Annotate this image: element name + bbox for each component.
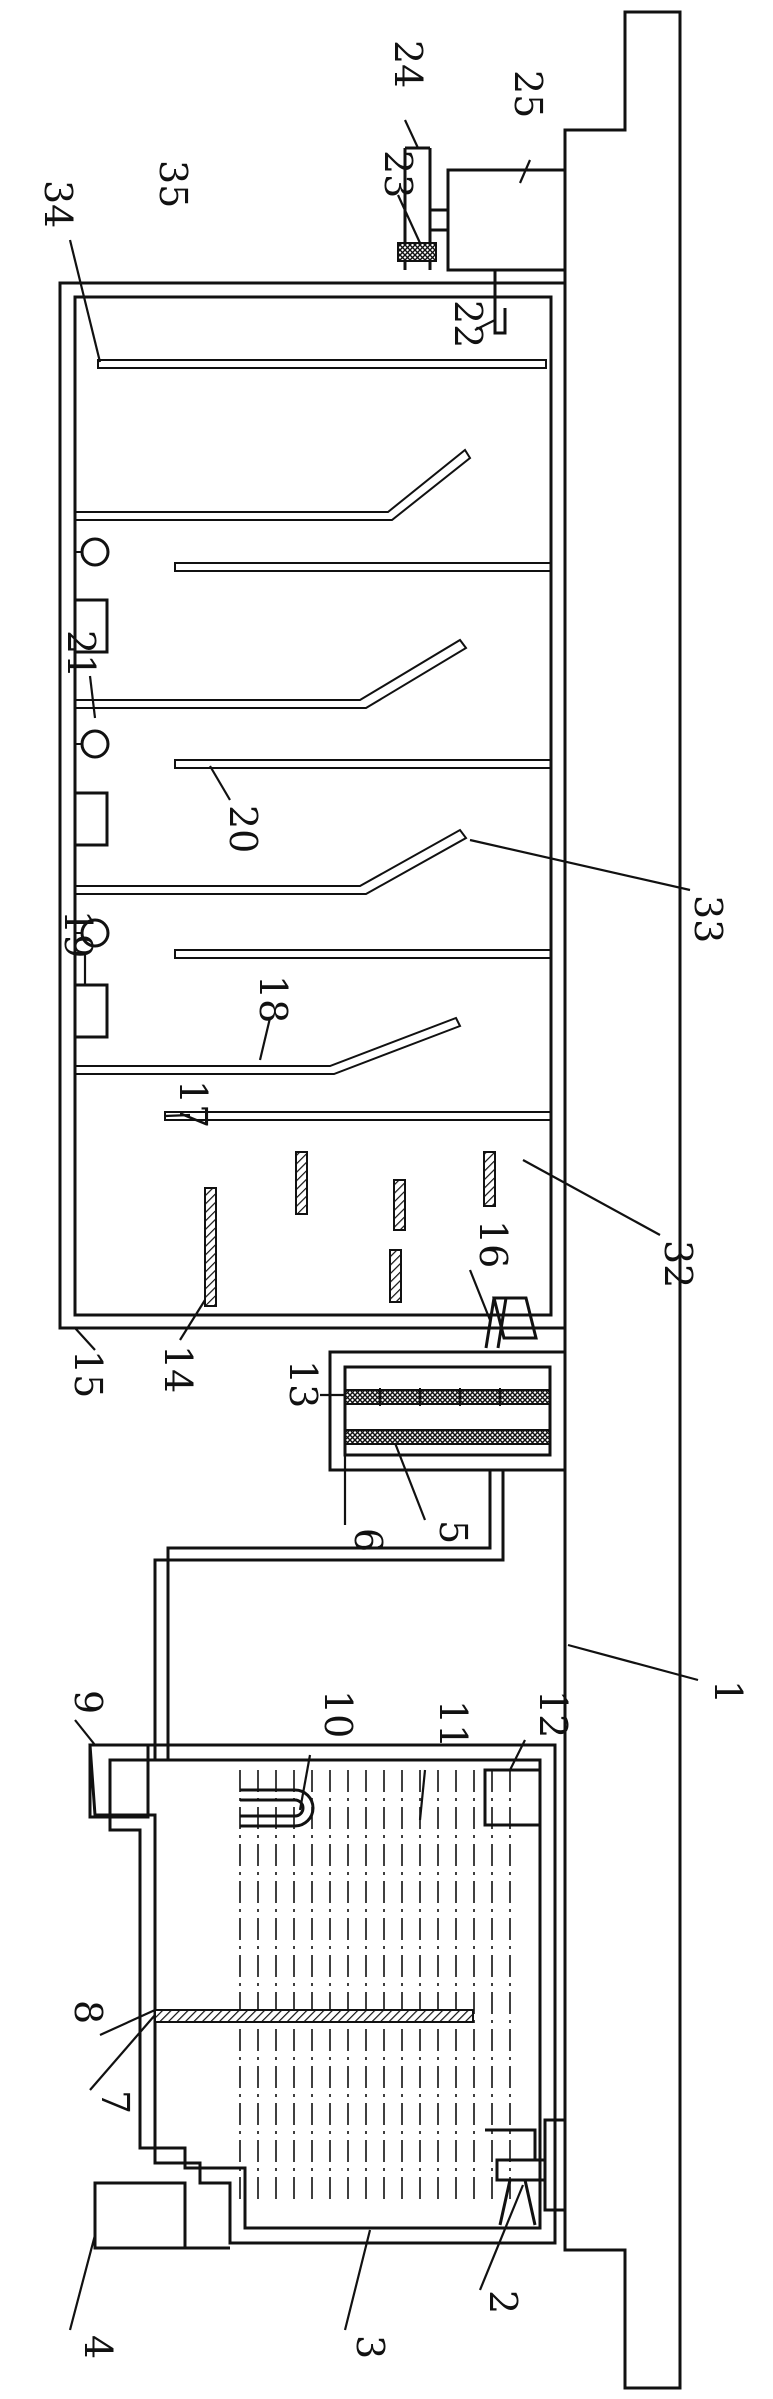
valve [397, 242, 437, 262]
filter-layer-5 [344, 1429, 551, 1445]
partition-34 [97, 359, 547, 369]
label-20: 20 [221, 805, 265, 853]
label-6: 6 [346, 1528, 390, 1552]
label-22: 22 [446, 300, 490, 348]
label-10: 10 [316, 1690, 360, 1738]
label-17: 17 [171, 1080, 215, 1128]
label-7: 7 [93, 2090, 137, 2114]
drain-box [93, 2181, 187, 2250]
left-tank [88, 1743, 557, 2245]
hatched-baffle-5 [389, 1249, 402, 1303]
label-9: 9 [66, 1690, 110, 1714]
inlet-box [88, 1743, 150, 1819]
hatched-baffle-3 [295, 1151, 308, 1215]
base-plate [563, 10, 682, 2390]
label-21: 21 [59, 630, 103, 678]
hatched-baffle-2 [393, 1179, 406, 1231]
filter-media-13 [344, 1389, 551, 1405]
support [485, 2118, 565, 2226]
label-11: 11 [431, 1700, 475, 1748]
label-5: 5 [431, 1520, 475, 1544]
connecting-pipe [153, 1470, 505, 1760]
label-2: 2 [481, 2290, 525, 2314]
label-16: 16 [471, 1220, 515, 1268]
label-14: 14 [156, 1345, 200, 1393]
sloped-baffle-3 [75, 828, 468, 895]
label-8: 8 [66, 2000, 110, 2024]
sloped-baffle-4 [75, 1016, 462, 1075]
leader-lines [68, 119, 699, 2331]
drain-outlet [93, 2183, 230, 2250]
outlet-pipe [493, 270, 507, 335]
label-34: 34 [36, 180, 80, 228]
aerator-1 [80, 537, 110, 567]
label-15: 15 [66, 1350, 110, 1398]
aerator-2 [80, 729, 110, 759]
label-13: 13 [281, 1360, 325, 1408]
hatched-shaft [154, 2009, 474, 2023]
label-3: 3 [348, 2335, 392, 2359]
sloped-baffle-2 [75, 638, 468, 709]
label-12: 12 [531, 1690, 575, 1738]
hatched-baffle-4 [204, 1187, 217, 1307]
block-19-c [73, 983, 109, 1039]
pump-unit [446, 168, 567, 272]
block-19-b [73, 791, 109, 847]
label-33: 33 [686, 895, 730, 943]
heater [483, 1768, 542, 1827]
treatment-tank-inner [73, 295, 553, 1317]
partition-20-b [174, 759, 552, 769]
label-35: 35 [151, 160, 195, 208]
left-tank-inner [108, 1758, 542, 2230]
treatment-tank-outer [58, 281, 567, 1330]
aerator-group [75, 537, 110, 948]
label-25: 25 [506, 70, 550, 118]
label-23: 23 [376, 150, 420, 198]
label-24: 24 [386, 40, 430, 88]
sloped-baffle-1 [75, 448, 472, 521]
label-18: 18 [251, 975, 295, 1023]
block-19-a [73, 598, 109, 654]
label-1: 1 [706, 1680, 750, 1704]
partition-17 [164, 1111, 552, 1121]
label-32: 32 [656, 1240, 700, 1288]
label-19: 19 [56, 910, 100, 958]
partition-20-a [174, 562, 552, 572]
filter-box-inner [343, 1365, 552, 1457]
partition-20-c [174, 949, 552, 959]
coil-lines [239, 1770, 511, 2200]
filter-box-outer [328, 1350, 567, 1472]
u-tube [240, 1788, 315, 1828]
connector-16 [484, 1296, 538, 1349]
hatched-baffle-1 [483, 1151, 496, 1207]
label-4: 4 [76, 2335, 120, 2359]
